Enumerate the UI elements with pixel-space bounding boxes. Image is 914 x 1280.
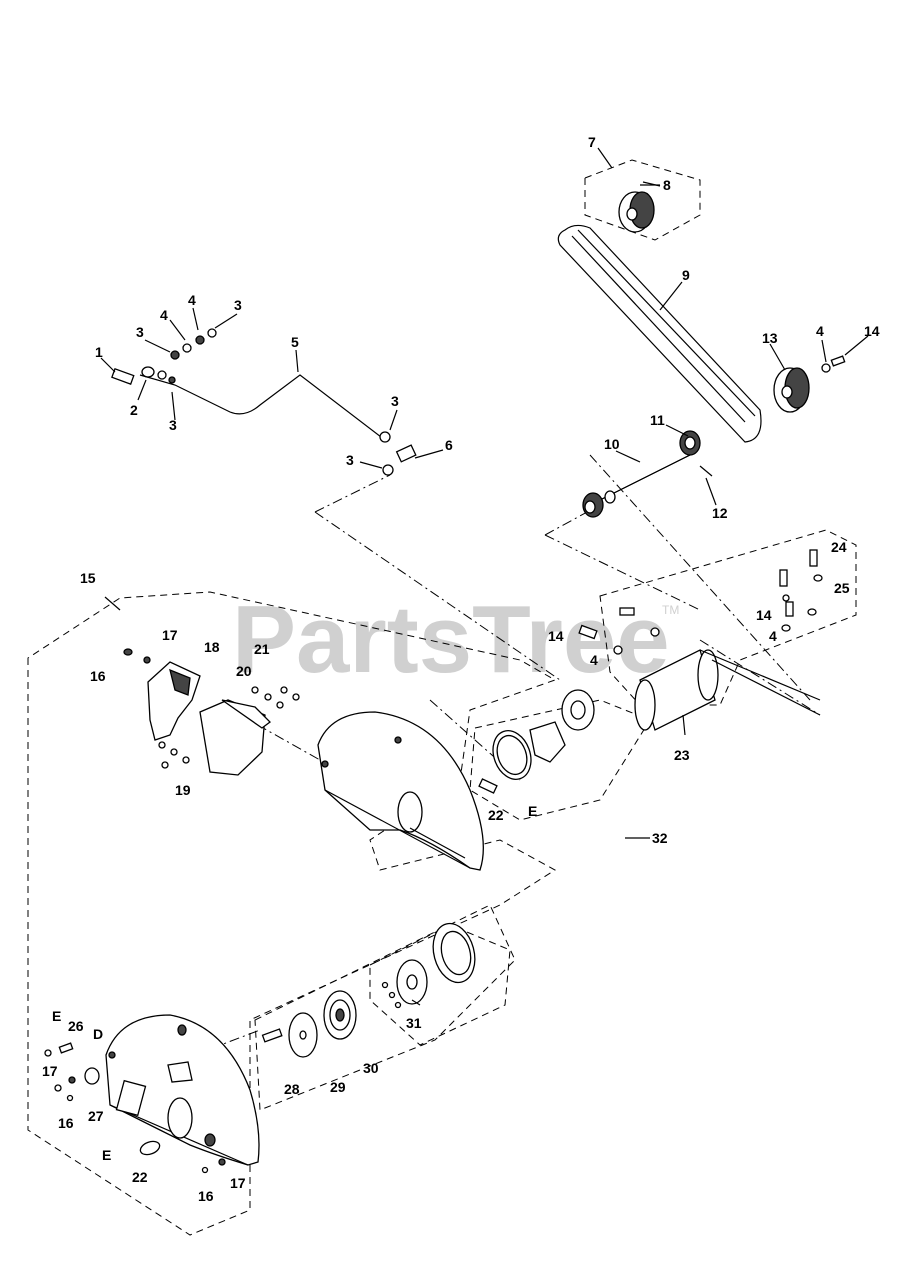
callout-labels: 1 2 3 4 4 3 3 5 3 6 3 7 8 9 13 4 14 11 1…	[42, 134, 880, 1204]
shift-linkage	[111, 328, 417, 476]
callout-12: 12	[712, 505, 728, 521]
callout-23: 23	[674, 747, 690, 763]
callout-18: 18	[204, 639, 220, 655]
flange-parts	[261, 922, 476, 1058]
callout-Eb: E	[52, 1008, 61, 1024]
callout-30: 30	[363, 1060, 379, 1076]
callout-4e: 4	[590, 652, 598, 668]
callout-11: 11	[650, 412, 665, 428]
callout-4b: 4	[188, 292, 196, 308]
callout-14b: 14	[756, 607, 772, 623]
callout-4a: 4	[160, 307, 168, 323]
callout-10: 10	[604, 436, 620, 452]
tube-assembly	[578, 549, 823, 731]
callout-19: 19	[175, 782, 191, 798]
callout-3d: 3	[391, 393, 399, 409]
callout-20: 20	[236, 663, 252, 679]
callout-9: 9	[682, 267, 690, 283]
leader-lines	[154, 454, 821, 1071]
callout-16a: 16	[90, 668, 106, 684]
callout-24: 24	[831, 539, 847, 555]
callout-17c: 17	[230, 1175, 246, 1191]
callout-6: 6	[445, 437, 453, 453]
callout-32: 32	[652, 830, 668, 846]
callout-3a: 3	[136, 324, 144, 340]
callout-26: 26	[68, 1018, 84, 1034]
callout-8: 8	[663, 177, 671, 193]
callout-Ea: E	[528, 803, 537, 819]
callout-7: 7	[588, 134, 596, 150]
callout-5: 5	[291, 334, 299, 350]
callout-4d: 4	[769, 628, 777, 644]
callout-13: 13	[762, 330, 778, 346]
callout-21: 21	[254, 641, 270, 657]
callout-leaders	[100, 147, 869, 1006]
belt-drive	[557, 184, 846, 518]
callout-28: 28	[284, 1081, 300, 1097]
callout-16c: 16	[198, 1188, 214, 1204]
outer-guard	[44, 1014, 260, 1174]
callout-14c: 14	[548, 628, 564, 644]
callout-15: 15	[80, 570, 96, 586]
callout-17b: 17	[42, 1063, 58, 1079]
callout-16b: 16	[58, 1115, 74, 1131]
callout-1: 1	[95, 344, 103, 360]
callout-31: 31	[406, 1015, 422, 1031]
callout-3b: 3	[234, 297, 242, 313]
inner-guard	[317, 711, 484, 871]
callout-4c: 4	[816, 323, 824, 339]
callout-2: 2	[130, 402, 138, 418]
callout-14a: 14	[864, 323, 880, 339]
callout-17a: 17	[162, 627, 178, 643]
watermark-text: PartsTree	[232, 586, 670, 693]
callout-22b: 22	[132, 1169, 148, 1185]
callout-D: D	[93, 1026, 103, 1042]
watermark-trademark: TM	[662, 603, 679, 617]
callout-29: 29	[330, 1079, 346, 1095]
callout-22a: 22	[488, 807, 504, 823]
seal-rings	[478, 689, 595, 794]
callout-3c: 3	[169, 417, 177, 433]
callout-27: 27	[88, 1108, 104, 1124]
callout-Ec: E	[102, 1147, 111, 1163]
callout-25: 25	[834, 580, 850, 596]
handle-and-plate	[123, 648, 300, 776]
callout-3e: 3	[346, 452, 354, 468]
